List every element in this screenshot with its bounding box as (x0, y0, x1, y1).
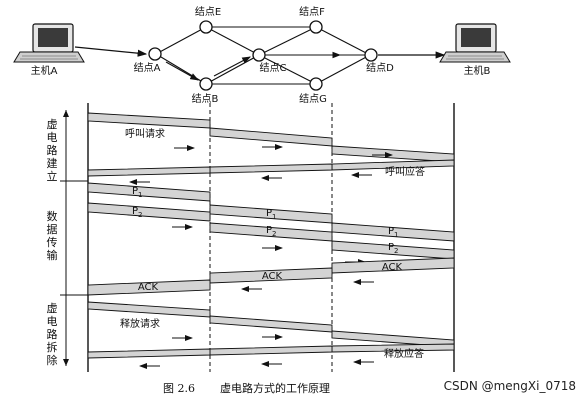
link-hostA-nodeA (74, 46, 148, 57)
figure-title: 虚电路方式的工作原理 (220, 381, 330, 395)
phase-arrow-bottom (63, 359, 69, 366)
call-answer-band (87, 159, 455, 177)
phase-setup-char-5: 立 (47, 169, 58, 183)
link-A-E (155, 26, 207, 55)
release-answer-band (87, 343, 455, 359)
node-g (309, 77, 323, 91)
packet-p1-label-3: P1 (388, 226, 399, 239)
call-request-band (87, 112, 455, 163)
node-f-label: 结点F (299, 5, 325, 18)
phase-setup-char-3: 路 (47, 144, 58, 157)
timing-diagram: 虚 电 路 建 立 数 据 传 输 虚 电 路 拆 除 呼叫请求 (47, 103, 455, 372)
packet-p1-label-1: P1 (132, 186, 143, 199)
host-a-label: 主机A (31, 64, 58, 77)
link-B-C (205, 54, 260, 85)
ack-label-2: ACK (262, 271, 283, 282)
node-b-label: 结点B (192, 92, 219, 105)
packet-p2-label-1: P2 (132, 206, 143, 219)
call-answer-label: 呼叫应答 (385, 165, 425, 178)
phase-data-char-3: 传 (47, 236, 58, 249)
phase-setup-char-4: 建 (47, 156, 58, 170)
link-C-F (258, 26, 317, 56)
phase-label-setup: 虚 电 路 建 立 (47, 118, 58, 183)
phase-teardown-char-4: 拆 (47, 340, 58, 354)
phase-teardown-char-3: 路 (47, 328, 58, 341)
watermark: CSDN @mengXi_0718 (444, 379, 576, 393)
ack-label-1: ACK (382, 262, 403, 273)
node-d (364, 48, 378, 62)
phase-data-char-1: 数 (47, 210, 58, 223)
link-G-D (315, 54, 371, 85)
node-d-label: 结点D (366, 61, 394, 74)
node-e (199, 20, 213, 34)
node-g-label: 结点G (299, 92, 327, 105)
phase-label-teardown: 虚 电 路 拆 除 (47, 302, 58, 367)
link-E-C (205, 26, 260, 56)
phase-setup-char-1: 虚 (47, 118, 58, 131)
node-c (252, 48, 266, 62)
phase-arrow-top (63, 110, 69, 117)
figure-number: 图 2.6 (163, 382, 195, 395)
phase-label-data: 数 据 传 输 (47, 210, 58, 262)
phase-data-char-4: 输 (47, 248, 58, 262)
phase-teardown-char-2: 电 (47, 315, 58, 328)
release-request-label: 释放请求 (120, 317, 160, 330)
node-b (199, 77, 213, 91)
packet-p1-band (87, 182, 455, 242)
packet-p2-label-3: P2 (388, 242, 399, 255)
packet-p1-label-2: P1 (266, 208, 277, 221)
link-C-G (258, 54, 317, 85)
call-request-label: 呼叫请求 (125, 127, 165, 140)
arrow-B-C (213, 56, 251, 77)
node-a-label: 结点A (134, 61, 161, 74)
phase-teardown-char-1: 虚 (47, 302, 58, 315)
phase-setup-char-2: 电 (47, 131, 58, 144)
link-F-D (315, 26, 371, 56)
packet-p2-label-2: P2 (266, 225, 277, 238)
packet-p2-band (87, 202, 455, 260)
node-e-label: 结点E (195, 5, 221, 18)
phase-data-char-2: 据 (47, 222, 58, 236)
host-a-computer-icon (13, 23, 85, 63)
node-f (309, 20, 323, 34)
ack-label-3: ACK (138, 282, 159, 293)
host-b-computer-icon (439, 23, 511, 63)
phase-teardown-char-5: 除 (47, 353, 58, 367)
node-a (148, 47, 162, 61)
release-answer-label: 释放应答 (384, 347, 424, 360)
node-c-label: 结点C (260, 61, 287, 74)
arrow-A-B (165, 61, 199, 81)
link-A-B (155, 53, 207, 85)
ack-band (87, 257, 455, 296)
host-b-label: 主机B (464, 64, 491, 77)
network-topology: 结点E 结点F 结点A 结点C 结点D 结点B 结点G 主机A 主机B (13, 5, 511, 105)
